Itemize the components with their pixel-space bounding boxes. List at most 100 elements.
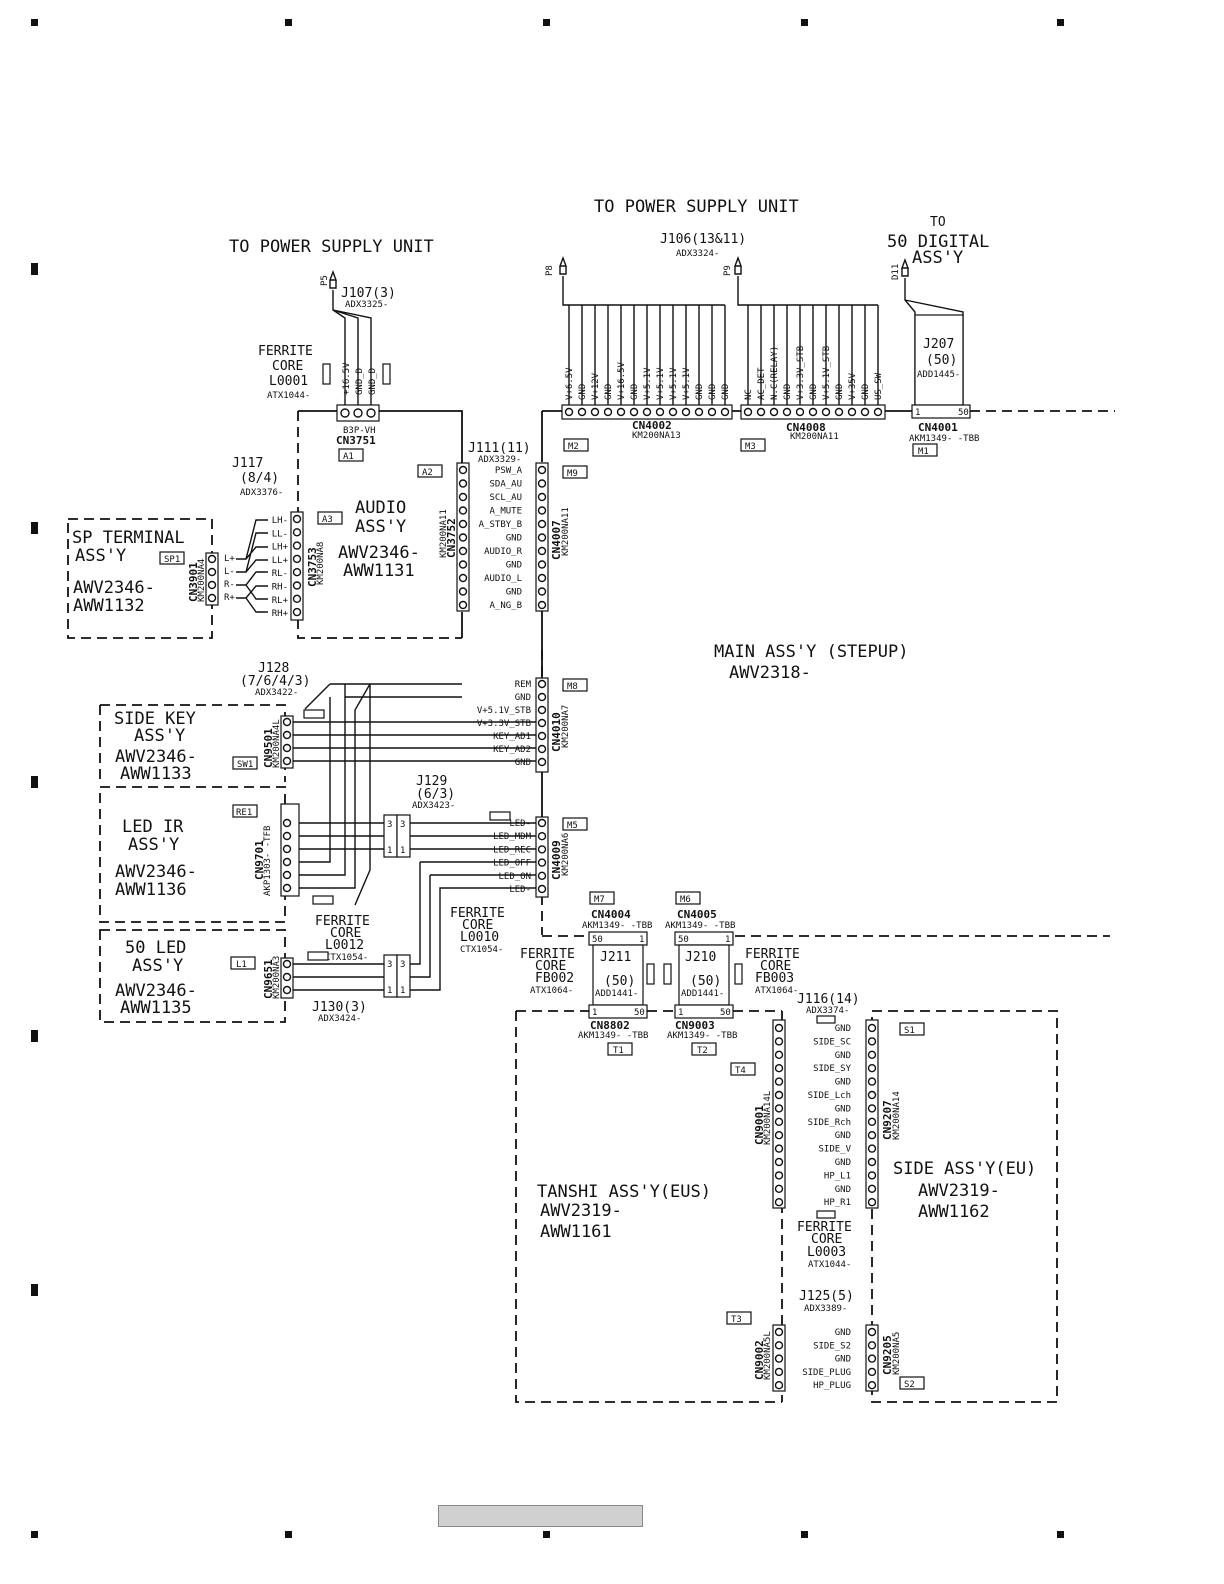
cn9205-tag-label: S2 — [904, 1380, 915, 1390]
pin-dot — [458, 506, 468, 515]
cn9205-pin2: SIDE_S2 — [813, 1341, 851, 1351]
cn4008-connector — [740, 404, 886, 420]
cn3901-name: CN3901 — [187, 562, 200, 602]
l1-tag — [230, 956, 256, 970]
cn3752-part: KM200NA11 — [439, 509, 449, 558]
ferrite-l0001-l2: CORE — [272, 359, 303, 374]
ferrite-l0003-part: ATX1044- — [808, 1260, 851, 1270]
cn9205-part: KM200NA5 — [892, 1332, 902, 1375]
cn4007-pin9: AUDIO_L — [484, 574, 522, 584]
pin-dot — [867, 1354, 877, 1363]
cn9207-pin1: GND — [835, 1024, 851, 1034]
cn4010-pin1: REM — [515, 680, 532, 690]
plug-p8-icon — [558, 256, 568, 275]
pin-dot — [292, 568, 302, 577]
j125-part: ADX3389- — [804, 1304, 847, 1314]
cn3753-pin6: RH- — [272, 583, 288, 593]
pin-dot — [458, 492, 468, 502]
pin-dot — [458, 600, 468, 610]
cn3901-pin1: L+ — [224, 554, 235, 564]
sp-terminal-l1: SP TERMINAL — [72, 528, 185, 548]
ferrite-fb002-l2: CORE — [535, 959, 566, 974]
pin-dot — [774, 1184, 784, 1194]
pin-dot — [537, 744, 547, 754]
j128-part: ADX3422- — [255, 688, 298, 698]
cn4001-part: AKM1349- -TBB — [909, 434, 979, 444]
pin-dot — [774, 1104, 784, 1113]
main-board-outline: MAIN ASS'Y (STEPUP) AWV2318- — [541, 410, 1115, 937]
tanshi-l1: TANSHI ASS'Y(EUS) — [537, 1182, 711, 1202]
j129-part: ADX3423- — [412, 801, 455, 811]
cn4002-pin4: GND — [604, 384, 614, 400]
cn8802-tag-label: T1 — [613, 1046, 624, 1056]
clip-b: 1 — [387, 986, 392, 996]
ferrite-fb002-l3: FB002 — [535, 971, 574, 986]
tag-a2-label: A2 — [422, 468, 433, 478]
side-key-group: J128 (7/6/4/3) ADX3422- SIDE KEY ASS'Y A… — [99, 661, 588, 923]
cn9207-pin6: SIDE_Lch — [808, 1091, 851, 1101]
pin-dot — [681, 407, 691, 417]
cn4008-pin3: N.C(RELAY) — [770, 346, 780, 400]
cn9207-pin13: GND — [835, 1185, 851, 1195]
sp-terminal-l3: AWV2346- — [73, 578, 155, 598]
pin-dot — [629, 407, 639, 417]
cn4002-pin10: V+5.1V — [682, 367, 692, 400]
cn4002-part: KM200NA13 — [632, 431, 681, 441]
cn3901-pin3: R- — [224, 580, 235, 590]
cn4007-pin4: A_MUTE — [489, 507, 522, 517]
ferrite-bead-icon — [312, 895, 334, 905]
pin-dot — [867, 1341, 877, 1350]
pin-dot — [774, 1197, 784, 1207]
ferrite-l0010-part: CTX1054- — [460, 945, 503, 955]
cn4002-pin7: V+5.1V — [643, 367, 653, 400]
cn4008-pin6: GND — [809, 384, 819, 400]
cn4007-tag-label: M9 — [567, 469, 578, 479]
plug-d11-label: D11 — [891, 264, 901, 280]
pin-dot — [867, 1171, 877, 1180]
pin-dot — [774, 1341, 784, 1350]
j130-name: J130(3) — [312, 1000, 367, 1015]
ferrite-fb002-part: ATX1064- — [530, 986, 573, 996]
cn4002-pin11: GND — [695, 384, 705, 400]
pin-dot — [577, 407, 587, 417]
cn9207-pin7: GND — [835, 1104, 851, 1114]
cn3753-connector — [290, 511, 304, 621]
cn9205-tag — [899, 1376, 925, 1390]
cn4010-name: CN4010 — [550, 712, 563, 752]
cn4010-pin2: GND — [515, 693, 531, 703]
cn9001-tag — [730, 1062, 756, 1076]
pin-dot — [808, 407, 818, 417]
ferrite-fb003-l3: FB003 — [755, 971, 794, 986]
cn4009-pin3: LED_REC — [493, 845, 531, 855]
tanshi-l2: AWV2319- — [540, 1201, 622, 1221]
pin-dot — [458, 560, 468, 569]
cn9207-pin11: GND — [835, 1158, 851, 1168]
ferrite-fb003-l1: FERRITE — [745, 947, 800, 962]
cn4002-name: CN4002 — [632, 419, 672, 432]
cn9207-name: CN9207 — [881, 1100, 894, 1140]
j106-label: J106(13&11) — [660, 232, 746, 247]
cn9207-pin3: GND — [835, 1051, 851, 1061]
j107-part: ADX3325- — [345, 300, 388, 310]
plug-p9-icon — [733, 256, 743, 275]
pin-dot — [458, 519, 468, 529]
cn9205-pin3: GND — [835, 1355, 851, 1365]
led-ir-group: LED IR ASS'Y AWV2346- AWW1136 RE1 CN9701… — [115, 683, 588, 963]
cn9207-tag — [899, 1022, 925, 1036]
cn9003-tag-label: T2 — [697, 1046, 708, 1056]
cn4001-pin1: 1 — [915, 408, 920, 418]
pin-dot — [668, 407, 678, 417]
cn4004-name: CN4004 — [591, 908, 631, 921]
cn4002-pin13: GND — [721, 384, 731, 400]
pin-dot — [774, 1130, 784, 1140]
cn3753-part: KM200NA8 — [316, 542, 326, 585]
j207-count: (50) — [926, 353, 957, 368]
j211-part: ADD1441- — [595, 989, 638, 999]
cn9003-name: CN9003 — [675, 1019, 715, 1032]
cn9651-part: KM200NA3 — [272, 956, 282, 999]
pin-dot — [603, 407, 613, 417]
j207-part: ADD1445- — [917, 370, 960, 380]
cn4001-tag — [912, 443, 938, 457]
j210-count: (50) — [690, 974, 721, 989]
pin-dot — [769, 407, 779, 417]
